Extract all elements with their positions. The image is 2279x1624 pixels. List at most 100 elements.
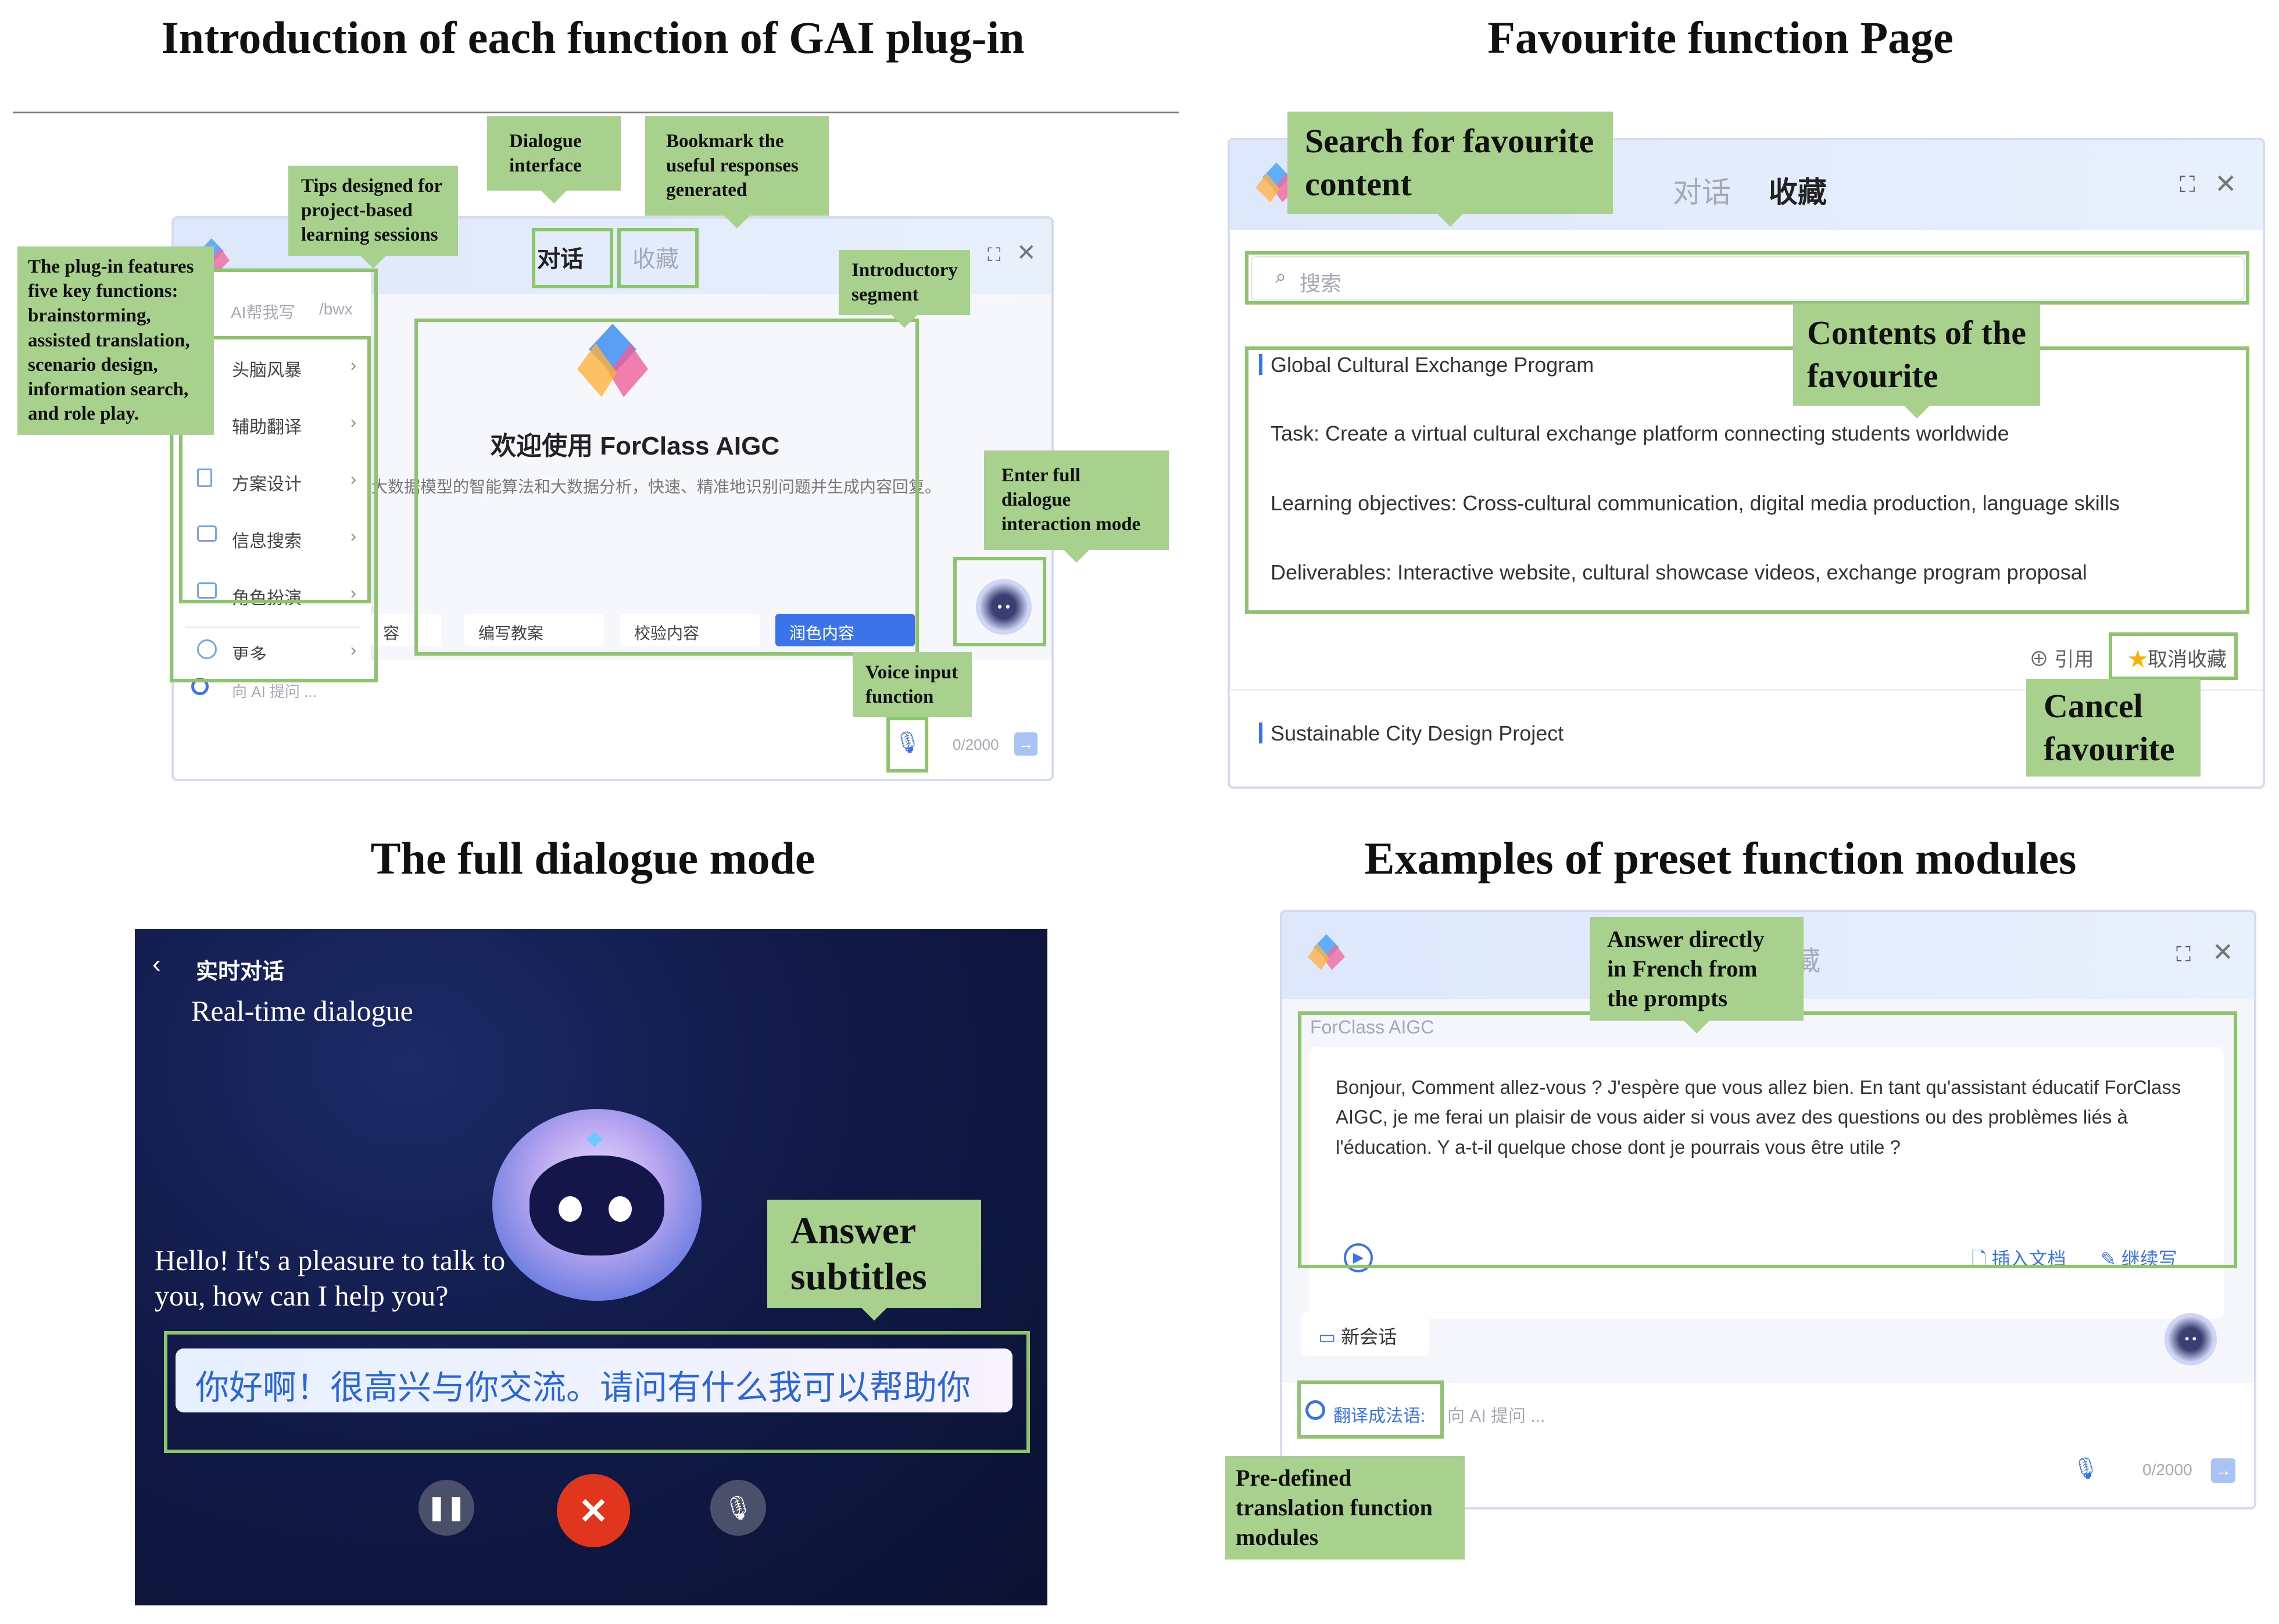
play-icon[interactable]: ▶ <box>1344 1243 1373 1272</box>
tab-favourite[interactable]: 收藏 <box>1769 176 1827 209</box>
search-placeholder: 搜索 <box>1300 271 1342 295</box>
menu-items-highlight <box>179 336 371 603</box>
header-en: Real-time dialogue <box>191 995 413 1027</box>
pause-icon: ❚❚ <box>427 1495 466 1521</box>
menu-shortcut: /bwx <box>319 300 353 318</box>
loading-ring-icon <box>1305 1400 1325 1420</box>
chevron-right-icon: › <box>350 356 356 375</box>
menu-item-design[interactable]: 方案设计 <box>232 475 302 494</box>
callout-intro: Introductory segment <box>839 250 970 329</box>
intro-highlight <box>414 319 919 656</box>
chip-polish[interactable]: 润色内容 <box>775 614 915 646</box>
callout-tips: Tips designed for project-based learning… <box>288 166 458 269</box>
send-icon[interactable]: → <box>1014 732 1037 756</box>
callout-answer-subtitles: Answer subtitles <box>767 1200 981 1321</box>
search-highlight <box>1245 251 2249 305</box>
expand-icon[interactable]: ⛶ <box>2176 942 2191 966</box>
callout-full-mode: Enter full dialogue interaction mode <box>984 450 1169 563</box>
chevron-right-icon: › <box>350 470 356 489</box>
robot-avatar-icon[interactable]: • • <box>2164 1313 2217 1365</box>
voice-mode-button[interactable]: 🎙 <box>710 1480 766 1536</box>
menu-item-search[interactable]: 信息搜索 <box>232 532 302 551</box>
robot-avatar-icon: ◆ <box>492 1109 702 1301</box>
cite-button[interactable]: ⊕ 引用 <box>2029 649 2094 671</box>
q3-title: The full dialogue mode <box>370 833 815 883</box>
fav-item-title[interactable]: Global Cultural Exchange Program <box>1271 353 1594 377</box>
close-icon[interactable]: ✕ <box>2212 938 2234 967</box>
ask-input[interactable]: 向 AI 提问 ... <box>232 683 317 700</box>
fav-item-deliverables: Deliverables: Interactive website, cultu… <box>1271 560 2087 584</box>
welcome-title: 欢迎使用 ForClass AIGC <box>491 432 780 460</box>
chevron-right-icon: › <box>350 584 356 603</box>
q1-title: Introduction of each function of GAI plu… <box>161 12 1025 63</box>
more-icon <box>197 639 217 659</box>
cite-icon: ⊕ <box>2029 649 2049 671</box>
chip-verify[interactable]: 校验内容 <box>620 614 760 646</box>
menu-ai-write[interactable]: AI帮我写 <box>231 303 295 321</box>
star-icon: ★ <box>2128 649 2148 671</box>
subtitle-highlight <box>164 1331 1030 1453</box>
microphone-icon[interactable]: 🎙 <box>895 730 921 754</box>
sender-name: ForClass AIGC <box>1310 1017 1434 1038</box>
fav-item-title[interactable]: Sustainable City Design Project <box>1271 721 1564 745</box>
chip-partial[interactable]: 容 <box>371 614 441 646</box>
callout-five-features: The plug-in features five key functions:… <box>17 246 214 435</box>
translation-module-tag[interactable]: 翻译成法语: <box>1333 1407 1426 1426</box>
char-counter: 0/2000 <box>953 736 999 753</box>
module-highlight <box>1297 1380 1444 1439</box>
menu-highlight <box>170 269 378 682</box>
close-icon[interactable]: ✕ <box>2214 169 2237 199</box>
greeting-text: Hello! It's a pleasure to talk to you, h… <box>155 1244 506 1312</box>
close-icon[interactable]: ✕ <box>1017 240 1036 266</box>
ask-input[interactable]: 向 AI 提问 ... <box>1447 1407 1545 1426</box>
search-icon: ⌕ <box>1275 266 1287 288</box>
menu-item-translate[interactable]: 辅助翻译 <box>232 418 302 437</box>
q1-divider <box>13 112 1179 113</box>
chevron-right-icon: › <box>350 641 356 660</box>
microphone-icon: 🎙 <box>723 1495 753 1521</box>
chip-lesson-plan[interactable]: 编写教案 <box>464 614 604 646</box>
search-input[interactable]: ⌕ 搜索 <box>1251 256 2245 301</box>
back-icon[interactable]: ‹ <box>152 950 161 978</box>
callout-bookmark: Bookmark the useful responses generated <box>645 116 829 228</box>
pause-button[interactable]: ❚❚ <box>418 1480 474 1536</box>
header-cn: 实时对话 <box>196 960 285 984</box>
dialogue-tab-highlight <box>532 228 613 288</box>
answer-card: Bonjour, Comment allez-vous ? J'espère q… <box>1309 1047 2224 1319</box>
answer-text: Bonjour, Comment allez-vous ? J'espère q… <box>1336 1076 2181 1158</box>
close-icon: ✕ <box>578 1491 609 1532</box>
q2-title: Favourite function Page <box>1487 12 1954 63</box>
hangup-button[interactable]: ✕ <box>557 1474 630 1547</box>
callout-predefined: Pre-defined translation function modules <box>1225 1456 1465 1559</box>
expand-icon[interactable]: ⛶ <box>2180 173 2195 197</box>
callout-contents: Contents of the favourite <box>1793 303 2040 419</box>
tab-favourite[interactable]: 收藏 <box>632 246 679 272</box>
menu-divider <box>185 627 360 628</box>
tab-dialogue[interactable]: 对话 <box>1673 176 1731 209</box>
tab-dialogue[interactable]: 对话 <box>537 246 584 272</box>
menu-item-brainstorm[interactable]: 头脑风暴 <box>232 361 302 380</box>
welcome-desc: 大数据模型的智能算法和大数据分析，快速、精准地识别问题并生成内容回复。 <box>371 478 942 496</box>
fav-item-objectives: Learning objectives: Cross-cultural comm… <box>1271 491 2120 515</box>
char-counter: 0/2000 <box>2142 1461 2192 1479</box>
new-session-button[interactable]: ▭ 新会话 <box>1301 1312 1429 1356</box>
forclass-logo-icon <box>1308 934 1345 970</box>
menu-item-roleplay[interactable]: 角色扮演 <box>232 589 302 608</box>
chat-icon <box>197 525 217 542</box>
expand-icon[interactable]: ⛶ <box>988 244 1001 265</box>
chevron-right-icon: › <box>350 527 356 546</box>
forclass-big-logo-icon <box>577 324 648 397</box>
callout-french: Answer directly in French from the promp… <box>1590 917 1804 1033</box>
microphone-icon[interactable]: 🎙 <box>2073 1456 2099 1480</box>
callout-dialogue: Dialogue interface <box>487 116 621 205</box>
send-icon[interactable]: → <box>2211 1458 2235 1483</box>
answer-highlight <box>1298 1011 2237 1268</box>
subtitle-bar: 你好啊！很高兴与你交流。请问有什么我可以帮助你 <box>176 1348 1013 1412</box>
robot-avatar-icon[interactable]: • • <box>976 579 1032 635</box>
callout-cancel: Cancel favourite <box>2026 679 2201 777</box>
callout-search: Search for favourite content <box>1287 112 1613 227</box>
unfavourite-button[interactable]: ★取消收藏 <box>2128 649 2227 671</box>
mic-highlight <box>886 717 928 772</box>
document-icon <box>197 468 212 487</box>
fav-item-task: Task: Create a virtual cultural exchange… <box>1271 421 2009 445</box>
